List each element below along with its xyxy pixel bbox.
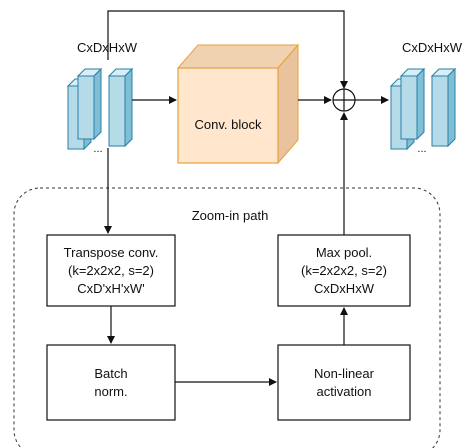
input-tensor: CxDxHxW ... (66, 40, 138, 155)
conv-block: Conv. block (176, 43, 300, 165)
output-tensor-slab-2 (399, 67, 426, 141)
sum-node (332, 88, 356, 112)
batch-norm-box: Batch norm. (46, 344, 176, 421)
max-pool-line2: (k=2x2x2, s=2) (301, 263, 387, 278)
output-tensor-label: CxDxHxW (402, 40, 463, 55)
zoom-in-path-label: Zoom-in path (192, 208, 269, 223)
input-tensor-label: CxDxHxW (77, 40, 138, 55)
batch-norm-line1: Batch (94, 366, 127, 381)
output-tensor-ellipsis: ... (417, 143, 426, 155)
output-tensor-slab-3 (430, 67, 457, 148)
transpose-conv-box: Transpose conv. (k=2x2x2, s=2) CxD'xH'xW… (46, 234, 176, 307)
conv-block-top (176, 44, 300, 69)
conv-block-front (177, 67, 279, 164)
max-pool-box: Max pool. (k=2x2x2, s=2) CxDxHxW (277, 234, 411, 307)
transpose-conv-line1: Transpose conv. (64, 245, 159, 260)
conv-block-label: Conv. block (195, 117, 262, 132)
batch-norm-line2: norm. (94, 384, 127, 399)
input-tensor-slab-2 (76, 67, 103, 141)
zoom-in-path-region (13, 187, 441, 448)
max-pool-line1: Max pool. (316, 245, 372, 260)
non-linear-activation-box: Non-linear activation (277, 344, 411, 421)
non-linear-line1: Non-linear (314, 366, 375, 381)
output-tensor: CxDxHxW ... (389, 40, 463, 155)
transpose-conv-line2: (k=2x2x2, s=2) (68, 263, 154, 278)
input-tensor-ellipsis: ... (93, 143, 102, 155)
max-pool-line3: CxDxHxW (314, 281, 375, 296)
input-tensor-slab-3 (107, 67, 134, 148)
transpose-conv-line3: CxD'xH'xW' (77, 281, 144, 296)
skip-connection-arrow (107, 10, 348, 89)
non-linear-line2: activation (317, 384, 372, 399)
